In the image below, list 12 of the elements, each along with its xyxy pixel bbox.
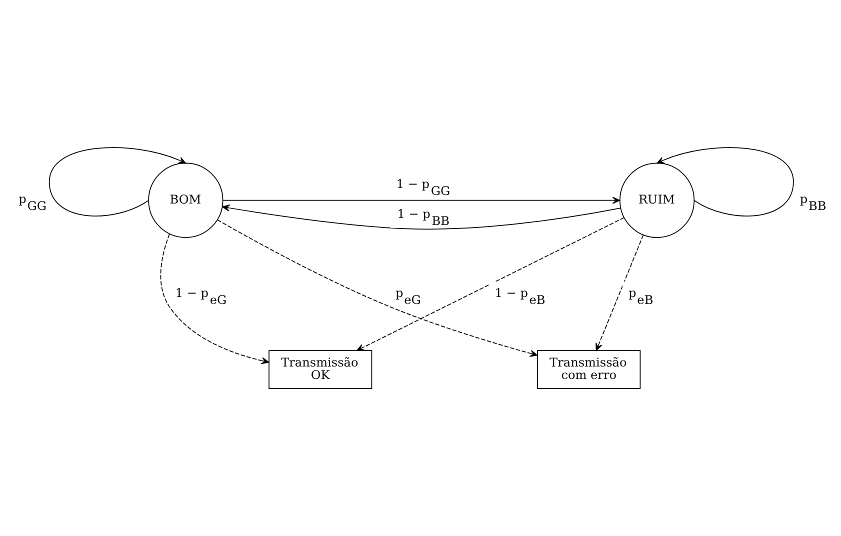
arrow: [48, 147, 186, 216]
arrow: [222, 204, 622, 230]
arrow: [222, 196, 620, 204]
node-box: Transmissão com erro: [537, 350, 641, 389]
node-circle: RUIM: [619, 162, 695, 238]
arrow: [216, 219, 538, 357]
arrow: [356, 217, 625, 351]
arrow: [656, 147, 794, 216]
node-box: Transmissão OK: [268, 350, 372, 389]
arrow: [160, 234, 270, 364]
node-circle: BOM: [148, 162, 224, 238]
arrow: [596, 234, 644, 351]
